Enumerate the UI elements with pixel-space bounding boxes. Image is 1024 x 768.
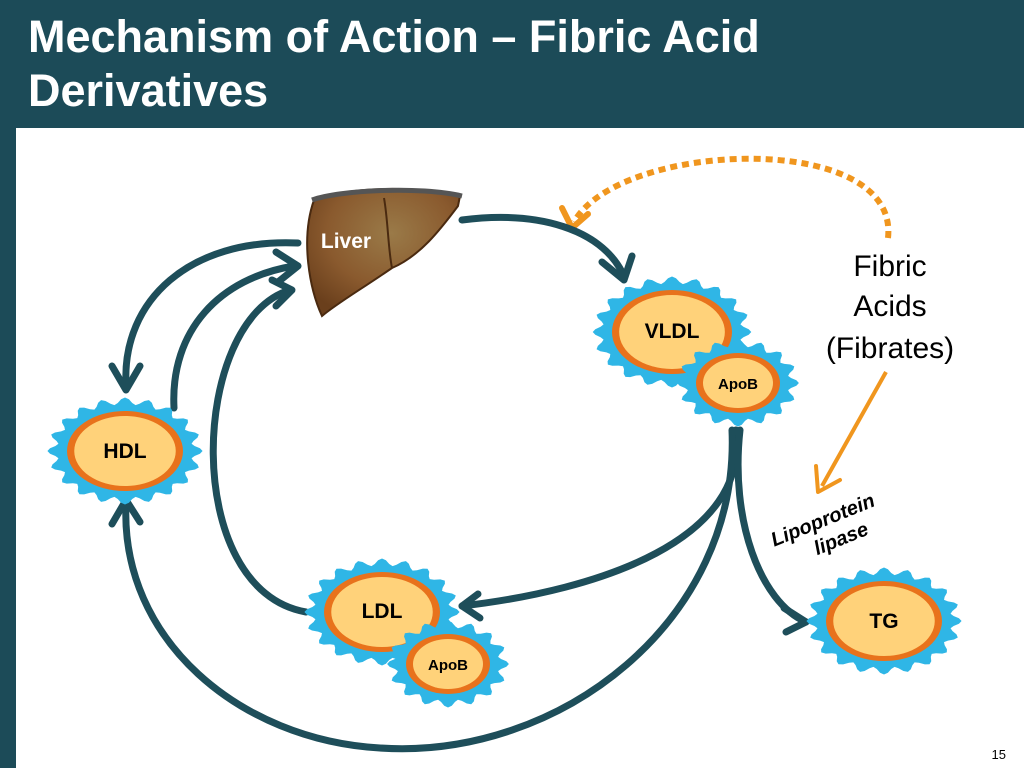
vldl-label: VLDL [645, 320, 700, 343]
fibric-line-2: Acids [853, 290, 926, 323]
lipoprotein-lipase-label: Lipoprotein lipase [768, 490, 878, 560]
slide-title-line-2: Derivatives [28, 65, 269, 116]
ldl-apob-label: ApoB [428, 657, 468, 674]
ldl-apob-particle-core [412, 639, 483, 689]
liver-to-hdl-arrow [108, 239, 302, 394]
fibric-acids-label: Fibric Acids (Fibrates) [826, 250, 954, 365]
fibric-line-3: (Fibrates) [826, 332, 954, 365]
tg-particle [806, 567, 962, 675]
tg-label: TG [869, 610, 898, 633]
liver-to-vldl-arrow [458, 214, 636, 284]
liver-illustration: Liver [306, 187, 463, 318]
slide-title-line-1: Mechanism of Action – Fibric Acid [28, 11, 760, 62]
page-number: 15 [991, 747, 1006, 762]
hdl-to-liver-arrow [170, 248, 302, 412]
fibrate-to-lipase-arrow [814, 371, 888, 494]
ldl-label: LDL [362, 600, 403, 623]
vldl-apob-particle-core [703, 358, 774, 408]
vldl-particle-core [619, 295, 725, 369]
fibric-line-1: Fibric [853, 250, 926, 283]
vldl-apob-particle [677, 339, 799, 427]
slide-title: Mechanism of Action – Fibric Acid Deriva… [28, 10, 1008, 118]
vldl-to-ldl-arrow [458, 426, 741, 622]
liver-label: Liver [321, 230, 371, 253]
ldl-apob-particle [387, 620, 509, 708]
hdl-label: HDL [103, 440, 146, 463]
hdl-particle [47, 397, 203, 505]
tg-particle-core [833, 586, 935, 656]
ldl-particle-core [331, 577, 433, 647]
vldl-apob-label: ApoB [718, 376, 758, 393]
hdl-particle-core [74, 416, 176, 486]
ldl-to-liver-arrow [209, 276, 310, 616]
vldl-to-tg-arrow [734, 426, 810, 636]
fibrate-to-liver-arrow [559, 155, 892, 239]
